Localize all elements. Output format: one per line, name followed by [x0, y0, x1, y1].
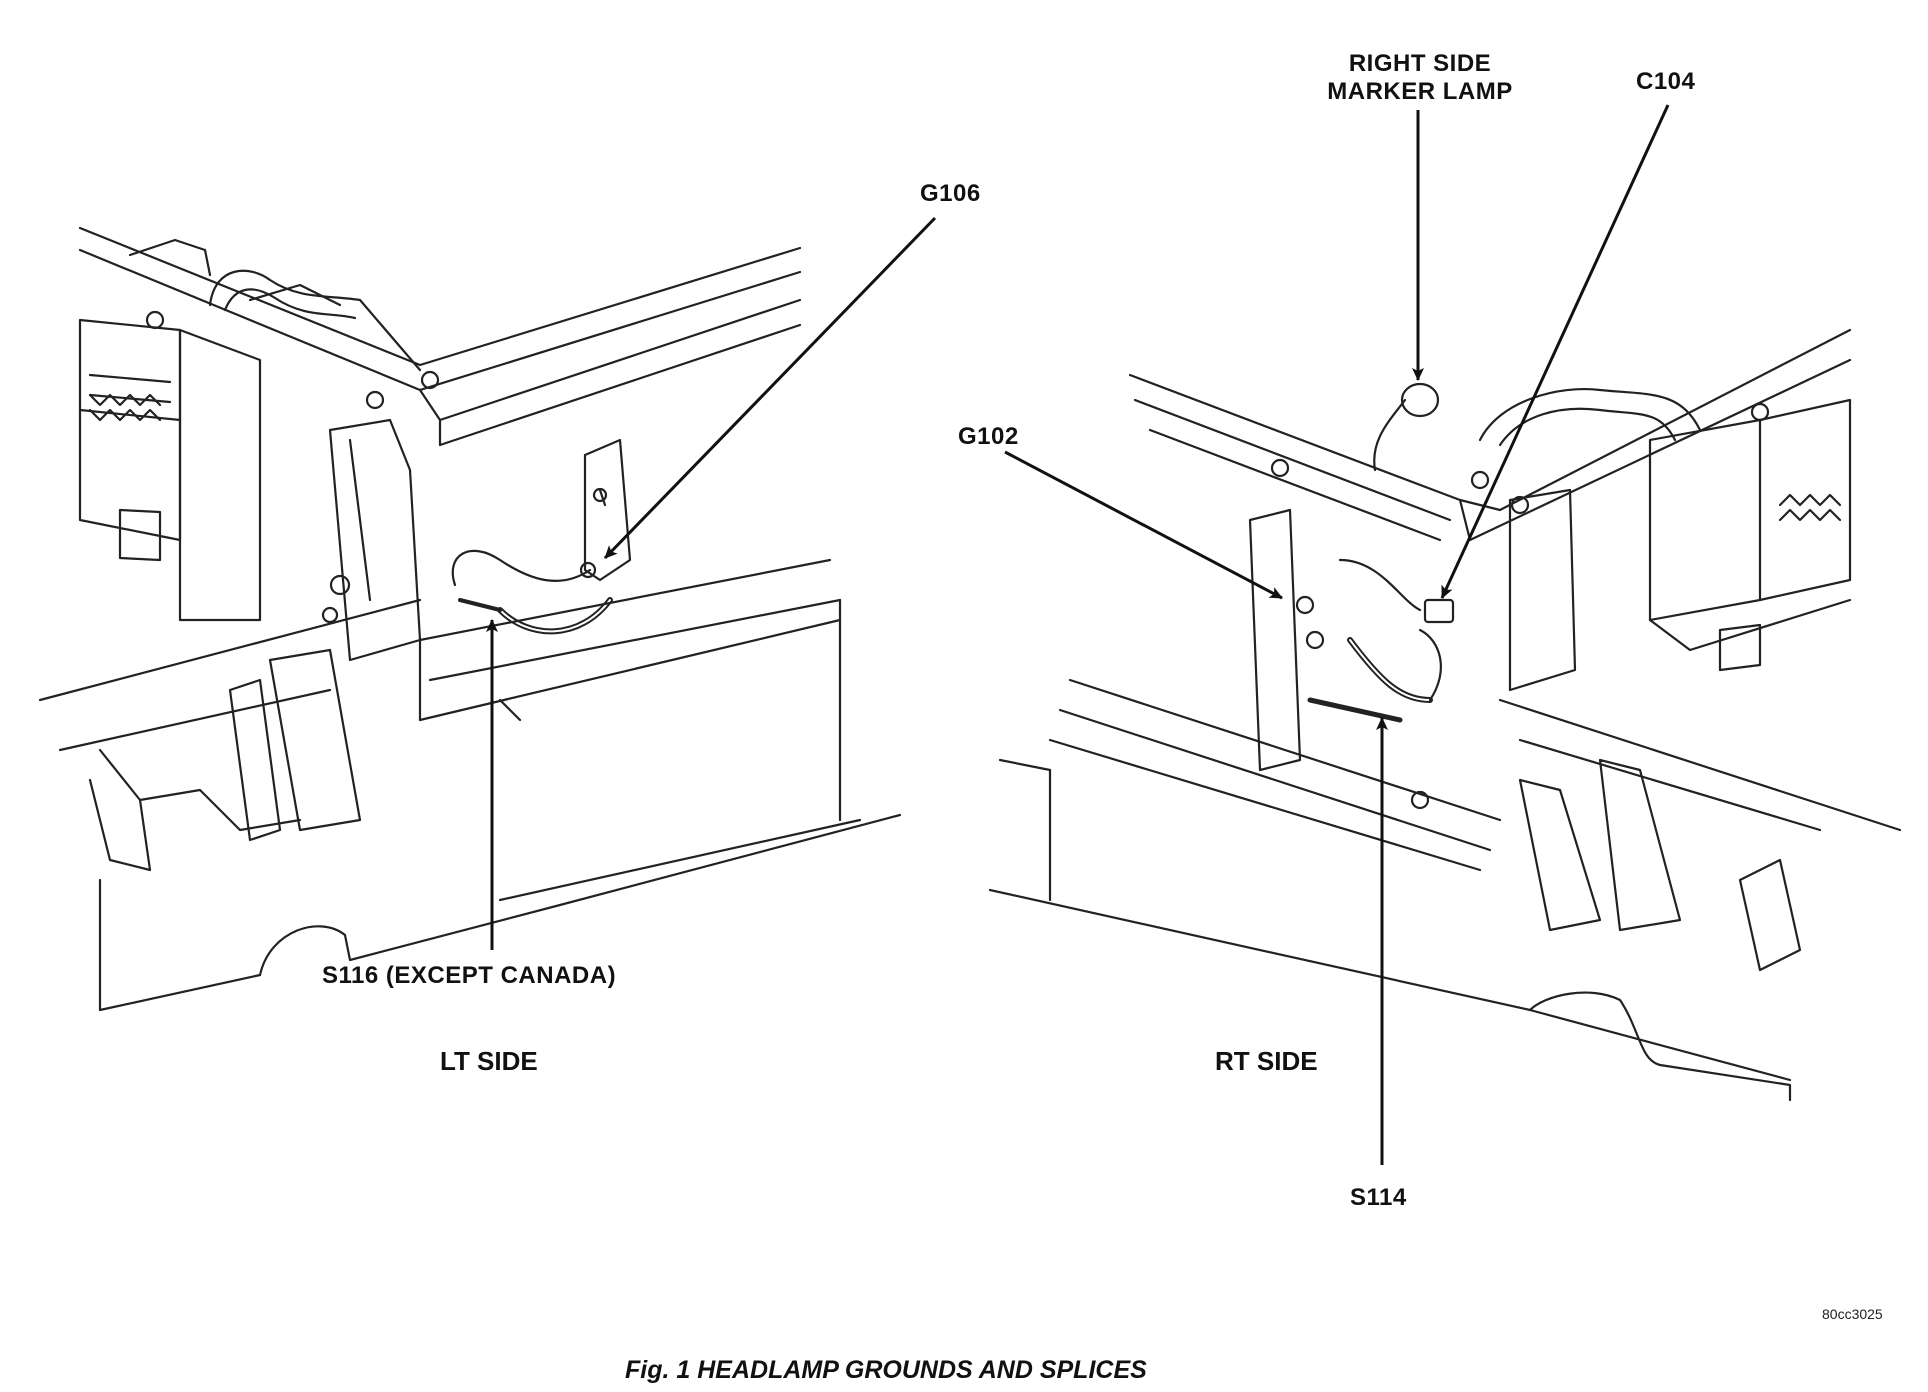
arrow-c104: [1440, 104, 1670, 599]
callout-marker-lamp-line2: MARKER LAMP: [1327, 78, 1513, 105]
callout-s116: S116 (EXCEPT CANADA): [322, 962, 617, 989]
label-rt-side: RT SIDE: [1215, 1046, 1318, 1076]
reference-code: 80cc3025: [1822, 1306, 1883, 1322]
right-side-illustration: [988, 328, 1902, 1102]
callout-marker-lamp-line1: RIGHT SIDE: [1348, 50, 1492, 77]
leader-arrows: [486, 104, 1670, 1165]
callout-c104: C104: [1636, 68, 1696, 95]
arrow-g102: [1004, 450, 1283, 600]
callout-right-side-marker-lamp: RIGHT SIDE MARKER LAMP: [1300, 50, 1540, 106]
arrow-g106: [603, 216, 937, 560]
callout-s114: S114: [1350, 1184, 1407, 1211]
callout-g102: G102: [958, 423, 1019, 450]
figure-caption: Fig. 1 HEADLAMP GROUNDS AND SPLICES: [625, 1356, 1147, 1384]
callout-g106: G106: [920, 180, 981, 207]
left-side-illustration: [38, 226, 902, 1012]
label-lt-side: LT SIDE: [440, 1046, 538, 1076]
